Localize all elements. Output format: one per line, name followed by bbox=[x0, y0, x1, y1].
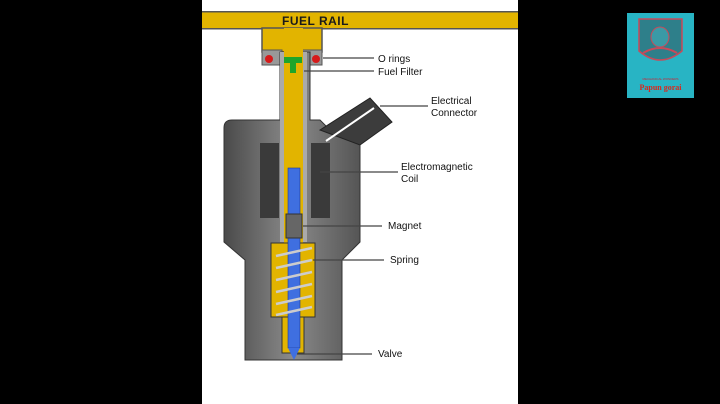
magnet bbox=[285, 213, 303, 239]
plunger bbox=[287, 167, 301, 349]
label-fuel-filter: Fuel Filter bbox=[378, 67, 423, 78]
watermark-logo: MECHANICAL WONDERS Papun gorai bbox=[627, 13, 694, 98]
fuel-rail-title: FUEL RAIL bbox=[282, 14, 349, 28]
label-coil-line1: Electromagnetic bbox=[401, 162, 473, 173]
mascot-icon bbox=[638, 18, 683, 61]
fuel-filter bbox=[284, 57, 302, 73]
label-electrical-connector-line1: Electrical bbox=[431, 96, 472, 107]
valve-needle bbox=[288, 348, 300, 360]
watermark-subtitle: MECHANICAL WONDERS bbox=[642, 77, 679, 81]
label-valve: Valve bbox=[378, 349, 403, 360]
diagram-canvas: FUEL RAIL O bbox=[202, 0, 518, 404]
o-ring-left bbox=[265, 55, 273, 63]
fuel-rail bbox=[202, 12, 518, 29]
label-magnet: Magnet bbox=[388, 221, 422, 232]
label-o-rings: O rings bbox=[378, 54, 410, 65]
label-electrical-connector-line2: Connector bbox=[431, 108, 478, 119]
coil-right bbox=[311, 143, 330, 218]
label-coil-line2: Coil bbox=[401, 174, 418, 185]
spring bbox=[275, 246, 313, 317]
fuel-injector-diagram: FUEL RAIL O bbox=[202, 11, 518, 361]
watermark-name: Papun gorai bbox=[639, 83, 682, 92]
o-ring-right bbox=[312, 55, 320, 63]
label-spring: Spring bbox=[390, 255, 419, 266]
coil-left bbox=[260, 143, 279, 218]
